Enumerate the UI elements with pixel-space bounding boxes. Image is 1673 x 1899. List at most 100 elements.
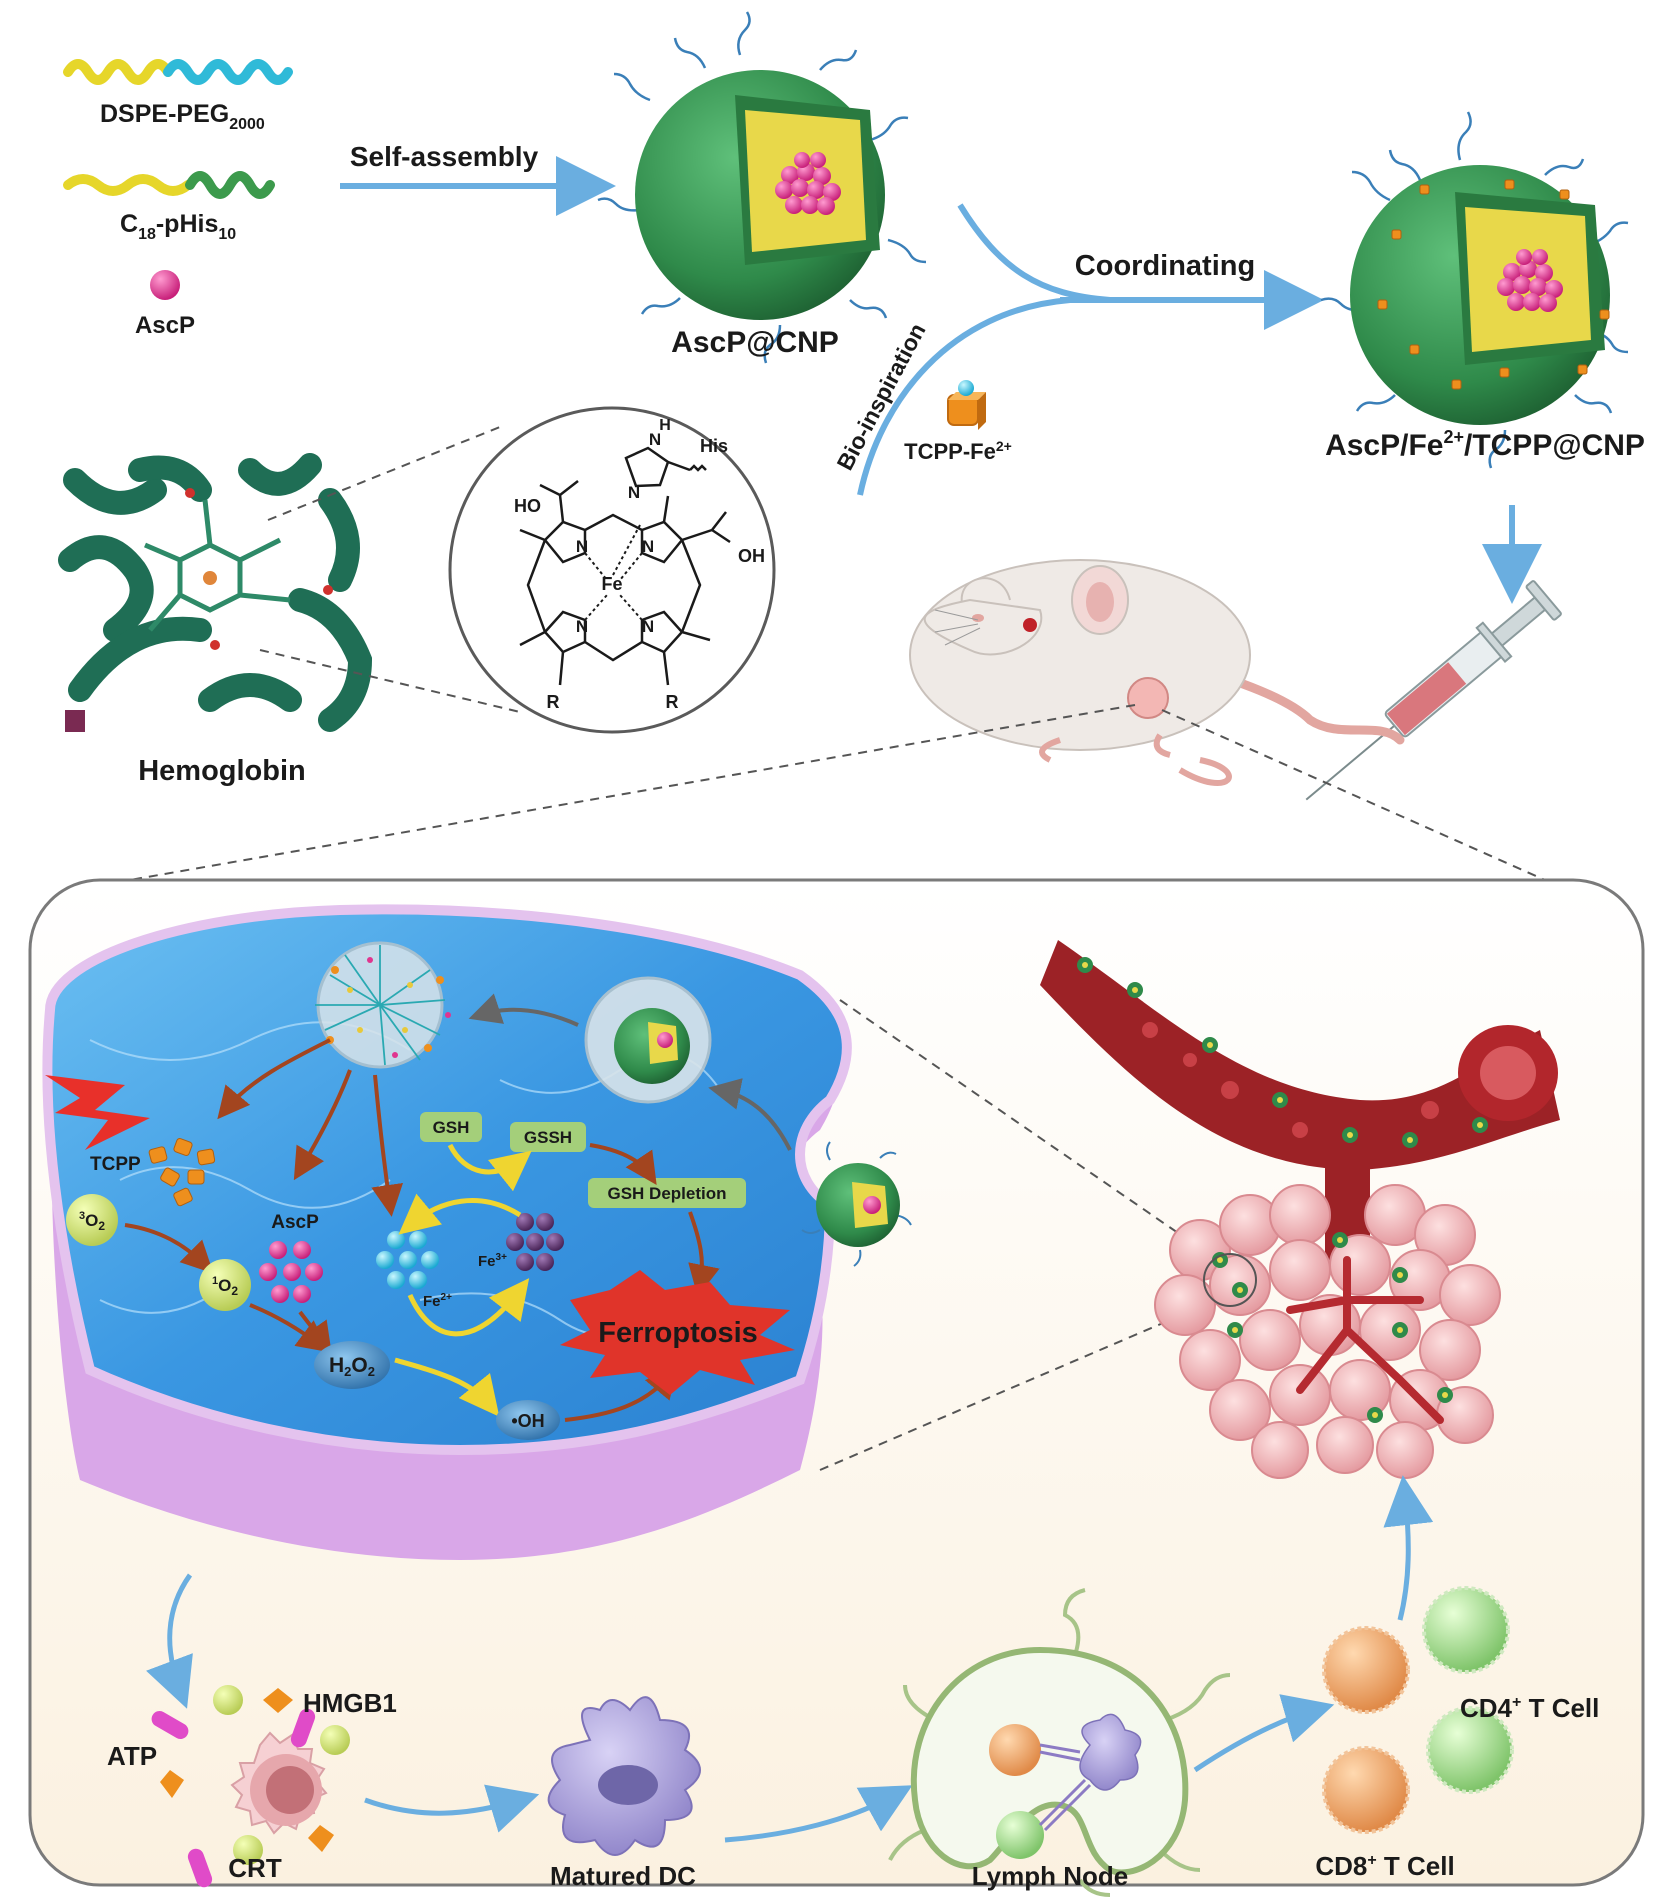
- bio-inspiration-curve: [857, 297, 1071, 496]
- gssh-box: [510, 1122, 586, 1152]
- ascp-fe-tcpp-cnp-nanoparticle-icon: [1320, 111, 1629, 469]
- extracellular-nanoparticle-icon: [801, 1141, 912, 1267]
- hydroxyl-radical-icon: [496, 1400, 560, 1440]
- nanoparticle-disassembly-icon: [315, 941, 451, 1069]
- icd-arrow: [146, 1573, 193, 1709]
- singlet-oxygen-label: 1O2: [212, 1275, 238, 1298]
- t-cell-activation-arrow: [1193, 1694, 1335, 1773]
- svg-text:N: N: [628, 483, 640, 502]
- matured-dc-label: Matured DC: [550, 1861, 696, 1891]
- tumor-zoom-lines: [129, 704, 1546, 881]
- crt-spheres-icon: [213, 1685, 350, 1865]
- hmgb1-label: HMGB1: [303, 1688, 397, 1718]
- h2o2-icon: [314, 1341, 390, 1389]
- dc-migration-arrow: [724, 1785, 913, 1843]
- gsh-oxidation-arrow: [447, 1143, 532, 1192]
- fe3-cluster-icon: [506, 1213, 564, 1271]
- coordinating-label: Coordinating: [1075, 250, 1255, 282]
- tumor-cell-icon: [42, 904, 852, 1560]
- self-assembly-label: Self-assembly: [350, 141, 539, 172]
- cell-zoom-lines: [819, 999, 1211, 1471]
- ascp-cnp-nanoparticle-icon: [597, 11, 927, 364]
- svg-text:R: R: [547, 692, 560, 712]
- crt-label: CRT: [228, 1853, 282, 1883]
- ascp-label: AscP: [135, 312, 195, 339]
- hmgb1-diamonds-icon: [160, 1688, 334, 1852]
- fe2-cluster-icon: [376, 1231, 439, 1289]
- fe3-to-fe2-arrow: [398, 1193, 522, 1235]
- dc-maturation-arrow: [364, 1784, 540, 1833]
- svg-text:Fe: Fe: [601, 574, 622, 594]
- tcpp-cubes-icon: [148, 1138, 216, 1207]
- heme-structure-diagram: Fe N N N N N N H His HO OH R R: [448, 406, 776, 734]
- t-cells-icon: [1322, 1586, 1514, 1834]
- ferroptosis-label: Ferroptosis: [598, 1317, 758, 1349]
- mouse-icon: [909, 559, 1405, 786]
- depletion-to-ferroptosis-arrow: [688, 1211, 720, 1297]
- hydroxyl-radical-label: •OH: [511, 1411, 544, 1431]
- ascp-to-h2o2-arrow: [298, 1310, 332, 1355]
- ascp-cnp-label: AscP@CNP: [671, 326, 839, 359]
- tcpp-fe-label: TCPP-Fe2+: [904, 438, 1012, 464]
- fe3-label: Fe3+: [478, 1252, 507, 1270]
- fe-release-arrow: [371, 1074, 404, 1217]
- fe2-to-fe3-arrow: [407, 1278, 530, 1337]
- hemoglobin-structure-image: [58, 453, 390, 732]
- h2o2-label: H2O2: [329, 1354, 375, 1379]
- svg-text:N: N: [576, 537, 588, 556]
- dspe-peg-helix-icon: [63, 59, 293, 85]
- svg-text:H: H: [659, 417, 671, 434]
- gsh-label: GSH: [433, 1118, 470, 1137]
- c18-phis-label: C18-pHis10: [120, 210, 236, 243]
- ascp-fe-tcpp-cnp-label: AscP/Fe2+/TCPP@CNP: [1325, 427, 1645, 462]
- laser-lightning-icon: [45, 1075, 150, 1150]
- cd8-t-cell-label: CD8+ T Cell: [1315, 1851, 1454, 1881]
- gsh-depletion-box: [588, 1178, 746, 1208]
- svg-text:His: His: [700, 436, 728, 456]
- lymph-node-label: Lymph Node: [972, 1861, 1128, 1891]
- endosome-nanoparticle-icon: [584, 976, 712, 1104]
- singlet-oxygen-icon: [199, 1259, 251, 1311]
- atp-pills-icon: [151, 1708, 316, 1888]
- atp-label: ATP: [107, 1741, 157, 1771]
- dying-tumor-cell-icon: [230, 1731, 328, 1835]
- lymph-node-icon: [888, 1588, 1231, 1897]
- matured-dc-icon: [547, 1696, 701, 1856]
- tcpp-fe-cube-icon: [947, 380, 986, 430]
- syringe-icon: [1305, 580, 1562, 801]
- svg-text:HO: HO: [514, 496, 541, 516]
- hemoglobin-zoom-lines: [259, 424, 521, 713]
- hemoglobin-label: Hemoglobin: [138, 755, 306, 787]
- dspe-peg-label: DSPE-PEG2000: [100, 100, 265, 133]
- tcpp-release-arrow: [217, 1038, 331, 1120]
- triplet-oxygen-icon: [66, 1194, 118, 1246]
- ferroptosis-burst-icon: [560, 1270, 795, 1395]
- gssh-label: GSSH: [524, 1128, 572, 1147]
- svg-text:N: N: [642, 537, 654, 556]
- oxygen-activation-arrow: [124, 1223, 214, 1274]
- cd4-t-cell-label: CD4+ T Cell: [1460, 1693, 1599, 1723]
- release-arrow: [468, 993, 579, 1027]
- tumor-tissue-icon: [1154, 1184, 1501, 1479]
- svg-text:R: R: [666, 692, 679, 712]
- svg-text:N: N: [649, 430, 661, 449]
- gssh-to-depletion-arrow: [589, 1143, 657, 1185]
- ascp-cell-label: AscP: [271, 1212, 319, 1233]
- tcpp-label: TCPP: [90, 1154, 141, 1175]
- gsh-box: [420, 1112, 482, 1142]
- gsh-depletion-label: GSH Depletion: [607, 1184, 726, 1203]
- c18-phis-helix-icon: [63, 171, 275, 199]
- fe2-label: Fe2+: [423, 1292, 452, 1310]
- triplet-oxygen-label: 3O2: [79, 1210, 105, 1233]
- ascp-release-arrow: [293, 1069, 352, 1181]
- svg-text:N: N: [576, 617, 588, 636]
- endocytosis-arrow: [708, 1078, 792, 1151]
- tumor-infiltration-arrow: [1383, 1475, 1434, 1621]
- ascp-molecule-icon: [150, 270, 180, 300]
- tumor-site-icon: [1127, 677, 1169, 719]
- blood-vessel-icon: [1040, 940, 1560, 1260]
- svg-text:OH: OH: [738, 546, 765, 566]
- svg-text:N: N: [642, 617, 654, 636]
- fenton-arrow: [394, 1357, 500, 1417]
